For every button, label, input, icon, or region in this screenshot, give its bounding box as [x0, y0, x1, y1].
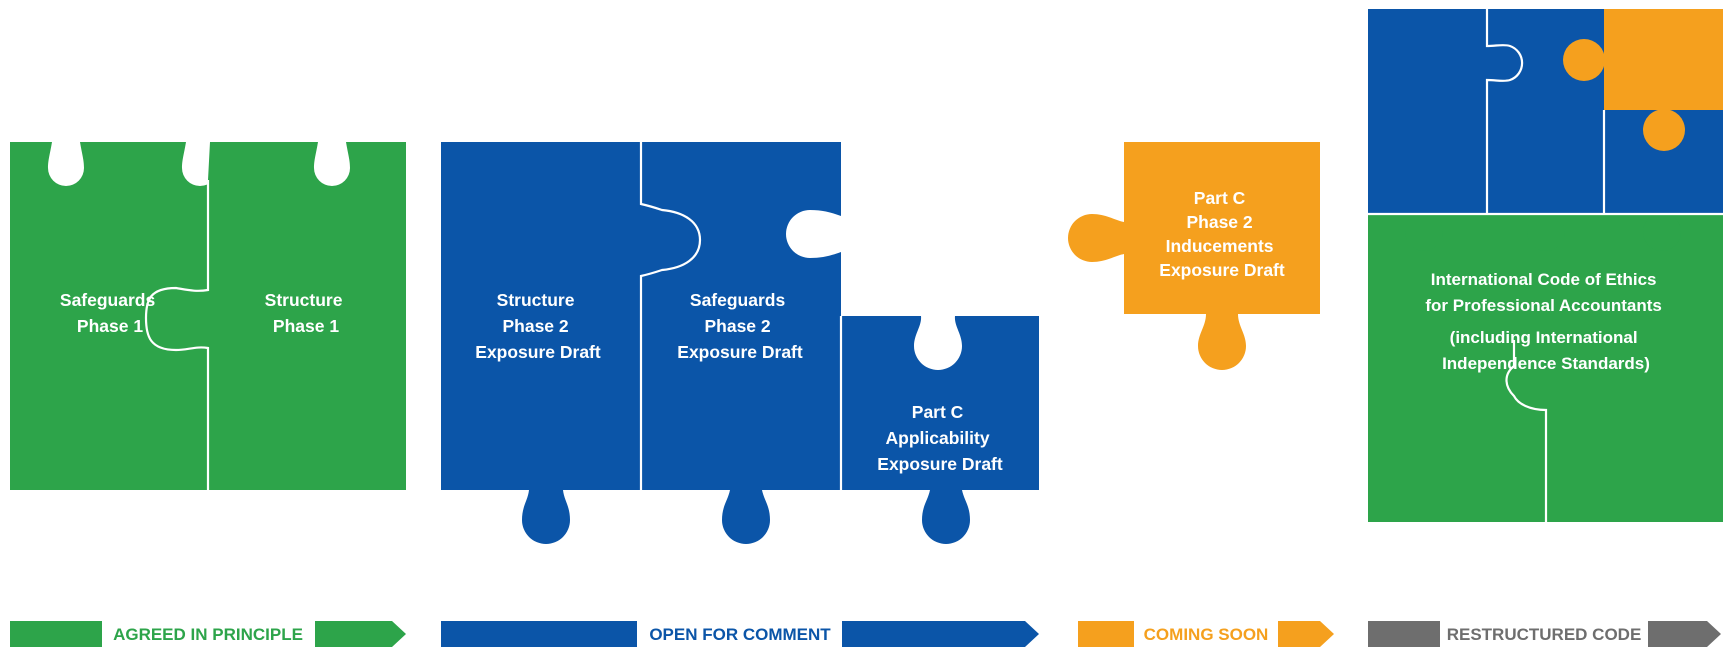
puzzle-knob-green — [1527, 213, 1565, 251]
status-arrow — [315, 621, 406, 647]
puzzle-piece-structure-phase-1 — [208, 142, 406, 490]
puzzle-knob-orange — [1563, 39, 1605, 81]
puzzle-piece-orange-corner — [1604, 9, 1723, 110]
piece-label: Safeguards Phase 2 Exposure Draft — [677, 290, 803, 362]
puzzle-piece-part-c-applicability — [841, 316, 1039, 544]
status-arrow — [842, 621, 1039, 647]
status-bar-segment — [441, 621, 637, 647]
group-coming-soon: Part C Phase 2 Inducements Exposure Draf… — [1068, 142, 1320, 370]
puzzle-piece-blue-top-left — [1368, 9, 1487, 214]
status-label: OPEN FOR COMMENT — [649, 625, 831, 644]
puzzle-knob-orange — [1643, 109, 1685, 151]
puzzle-seam — [144, 180, 210, 490]
piece-label: Part C Applicability Exposure Draft — [877, 402, 1003, 474]
piece-label: International Code of Ethics for Profess… — [1425, 270, 1666, 373]
status-bar-restructured-code: RESTRUCTURED CODE — [1368, 621, 1721, 647]
status-bar-segment — [10, 621, 102, 647]
puzzle-piece-structure-phase-2 — [441, 142, 641, 544]
status-label: RESTRUCTURED CODE — [1447, 625, 1642, 644]
puzzle-seam — [1485, 9, 1524, 214]
piece-label: Structure Phase 1 — [265, 290, 348, 336]
piece-label: Structure Phase 2 Exposure Draft — [475, 290, 601, 362]
status-bar-agreed-in-principle: AGREED IN PRINCIPLE — [10, 621, 406, 647]
puzzle-seam — [639, 142, 702, 490]
puzzle-knob-green — [1643, 213, 1681, 251]
puzzle-piece-part-c-inducements — [1068, 142, 1320, 370]
status-arrow — [1648, 621, 1721, 647]
status-label: COMING SOON — [1144, 625, 1269, 644]
status-bar-segment — [1078, 621, 1134, 647]
status-arrow — [1278, 621, 1334, 647]
puzzle-piece-safeguards-phase-1 — [10, 142, 218, 490]
status-bar-open-for-comment: OPEN FOR COMMENT — [441, 621, 1039, 647]
piece-label: Part C Phase 2 Inducements Exposure Draf… — [1159, 188, 1285, 280]
puzzle-knob-green — [1405, 213, 1443, 251]
puzzle-seam — [1505, 340, 1548, 522]
group-open-for-comment: Structure Phase 2 Exposure Draft Safegua… — [441, 142, 1039, 544]
status-label: AGREED IN PRINCIPLE — [113, 625, 303, 644]
group-agreed-in-principle: Safeguards Phase 1 Structure Phase 1 — [10, 142, 406, 490]
status-bar-coming-soon: COMING SOON — [1078, 621, 1334, 647]
status-bar-segment — [1368, 621, 1440, 647]
piece-label: Safeguards Phase 1 — [60, 290, 160, 336]
group-restructured-code: International Code of Ethics for Profess… — [1368, 9, 1723, 522]
puzzle-piece-safeguards-phase-2 — [641, 142, 841, 544]
